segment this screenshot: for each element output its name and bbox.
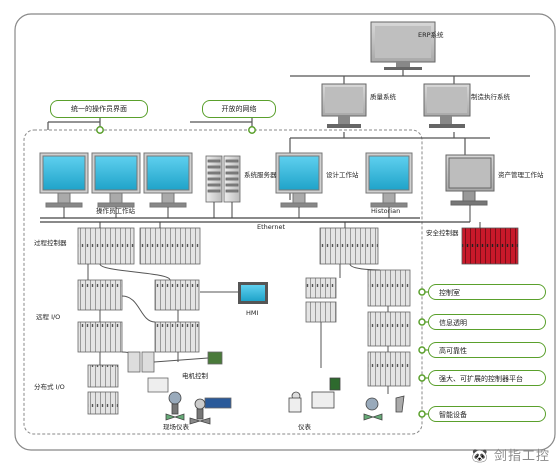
feature-info-transparency: 信息透明 bbox=[428, 314, 546, 330]
motor-control-devices bbox=[127, 351, 232, 409]
feature-smart-devices: 智能设备 bbox=[428, 406, 546, 422]
process-controller-racks bbox=[77, 227, 379, 265]
pill-node-ui bbox=[96, 126, 104, 134]
motor-control-label: 电机控制 bbox=[182, 372, 208, 380]
field-valve-icons bbox=[165, 377, 405, 425]
controller-drops bbox=[99, 222, 481, 228]
server-rack-icon bbox=[205, 155, 241, 203]
quality-system-monitor-icon bbox=[321, 83, 367, 128]
process-controller-label: 过程控制器 bbox=[34, 239, 67, 247]
asset-workstation-icon bbox=[445, 154, 495, 206]
mes-monitor-icon bbox=[423, 83, 471, 128]
distributed-io-label: 分布式 I/O bbox=[34, 383, 65, 391]
pill-node-network bbox=[248, 126, 256, 134]
feature-scalable-controller: 强大、可扩展的控制器平台 bbox=[428, 370, 546, 386]
control-system-boundary bbox=[23, 129, 423, 435]
design-workstation-icon bbox=[275, 152, 323, 208]
instruments-label: 仪表 bbox=[298, 423, 311, 431]
hmi-label: HMI bbox=[246, 309, 259, 317]
unified-ui-pill: 统一的操作员界面 bbox=[50, 100, 148, 118]
feature-nodes bbox=[418, 288, 426, 418]
erp-monitor-icon bbox=[370, 21, 436, 70]
safety-controller-rack bbox=[461, 227, 519, 265]
feature-control-room: 控制室 bbox=[428, 284, 546, 300]
workstation-drops bbox=[63, 202, 471, 222]
io-racks bbox=[77, 269, 411, 415]
watermark: 🐼 剑指工控 bbox=[471, 449, 550, 464]
historian-workstation-icon bbox=[365, 152, 413, 208]
operator-workstation-icons bbox=[39, 152, 193, 208]
asset-ws-label: 资产管理工作站 bbox=[498, 171, 544, 179]
open-network-pill: 开放的网络 bbox=[202, 100, 276, 118]
design-ws-label: 设计工作站 bbox=[326, 171, 359, 179]
ethernet-bus bbox=[40, 217, 470, 223]
mes-label: 制造执行系统 bbox=[471, 93, 510, 101]
quality-system-label: 质量系统 bbox=[370, 93, 396, 101]
motor-link bbox=[153, 357, 209, 363]
outer-boundary bbox=[14, 13, 556, 451]
system-server-label: 系统服务器 bbox=[244, 171, 277, 179]
remote-io-label: 远程 I/O bbox=[36, 313, 61, 321]
historian-label: Historian bbox=[371, 207, 401, 215]
erp-label: ERP系统 bbox=[418, 31, 444, 39]
ethernet-label: Ethernet bbox=[257, 223, 285, 231]
field-instruments-label: 现场仪表 bbox=[163, 423, 189, 431]
feature-high-reliability: 高可靠性 bbox=[428, 342, 546, 358]
safety-controller-label: 安全控制器 bbox=[426, 229, 459, 237]
hmi-panel-icon bbox=[238, 282, 268, 304]
operator-ws-label: 操作员工作站 bbox=[96, 207, 135, 215]
